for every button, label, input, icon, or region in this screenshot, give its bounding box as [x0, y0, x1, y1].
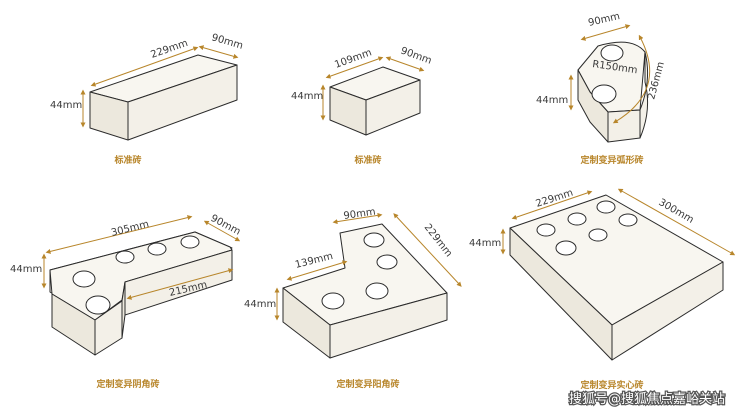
watermark-text: 搜狐号@搜狐焦点嘉峪关站	[569, 392, 725, 407]
dim-width: 90mm	[210, 32, 244, 51]
dim-height: 44mm	[469, 238, 501, 249]
caption: 定制变异阳角砖	[335, 378, 399, 390]
dim-height: 44mm	[291, 91, 323, 102]
caption: 标准砖	[353, 154, 381, 166]
dim-length: 305mm	[110, 219, 150, 239]
dim-length: 109mm	[333, 47, 373, 71]
brick-inner-corner: 305mm 90mm 44mm 215mm 定制变异阴角砖	[10, 213, 242, 390]
dim-height: 44mm	[536, 95, 568, 106]
caption: 定制变异实心砖	[579, 379, 643, 391]
dim-width: 229mm	[535, 187, 575, 209]
dim-width: 90mm	[209, 213, 243, 238]
dim-inner: 139mm	[294, 251, 334, 271]
dim-height: 44mm	[244, 299, 276, 310]
brick-standard-half: 109mm 90mm 44mm 标准砖	[291, 45, 433, 166]
dim-length: 229mm	[422, 222, 454, 259]
dim-height: 44mm	[50, 100, 82, 111]
dim-width: 90mm	[343, 207, 376, 222]
dim-height: 44mm	[10, 264, 42, 275]
caption: 定制变异弧形砖	[579, 154, 643, 166]
dim-width: 90mm	[587, 11, 621, 29]
brick-solid: 229mm 300mm 44mm 定制变异实心砖	[469, 187, 736, 391]
brick-outer-corner: 90mm 229mm 139mm 44mm 定制变异阳角砖	[244, 207, 462, 390]
brick-arc: 90mm R150mm 44mm 236mm 定制变异弧形砖	[536, 11, 667, 166]
watermark: 搜狐号@搜狐焦点嘉峪关站	[568, 391, 727, 409]
caption: 定制变异阴角砖	[95, 378, 159, 390]
caption: 标准砖	[113, 154, 141, 166]
brick-standard-large: 229mm 90mm 44mm 标准砖	[50, 32, 244, 166]
